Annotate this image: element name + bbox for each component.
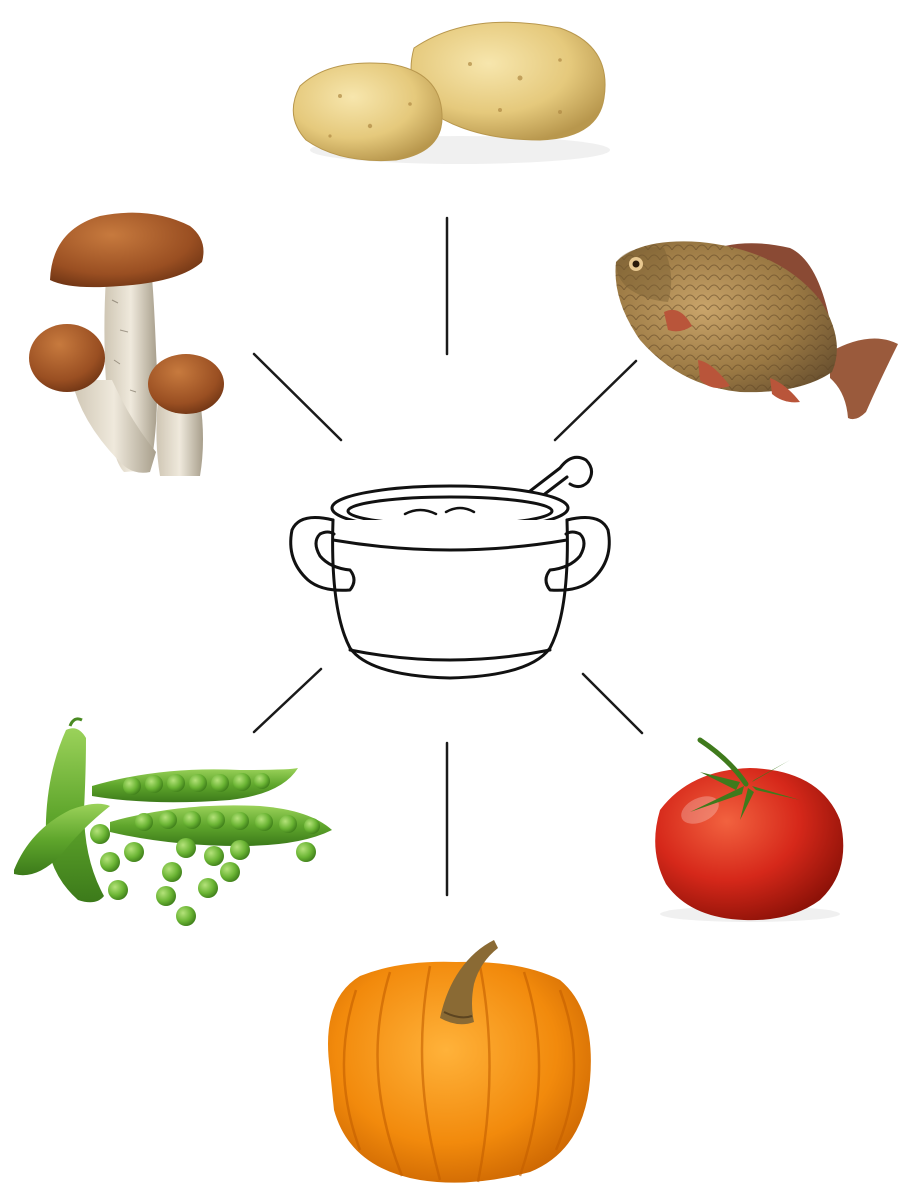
connector-line-top-right	[555, 361, 636, 440]
peas-image	[14, 719, 332, 926]
connector-line-bottom-right	[583, 674, 642, 733]
potatoes-image	[293, 22, 610, 164]
connector-line-bottom-left	[254, 669, 321, 732]
connector-line-top-left	[254, 354, 341, 440]
fish-image	[616, 241, 899, 419]
mushrooms-image	[29, 213, 224, 476]
soup-pot-icon	[291, 457, 610, 678]
pumpkin-image	[328, 940, 591, 1183]
tomato-image	[655, 740, 843, 922]
